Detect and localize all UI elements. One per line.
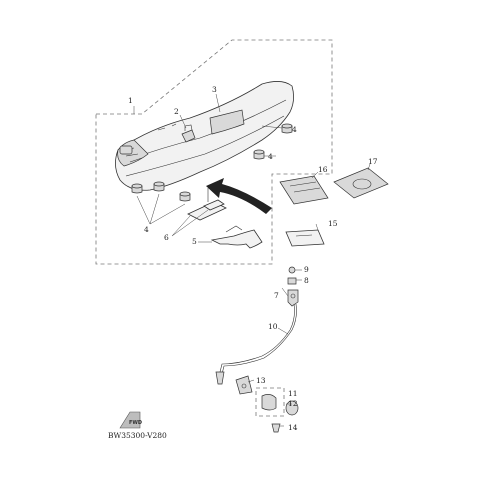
- damper-part-4: [131, 123, 293, 202]
- callout-4-front: 4: [144, 225, 149, 234]
- cable-part-10: [215, 303, 297, 385]
- direction-arrow: [206, 178, 272, 214]
- assembly-boundary: [95, 39, 333, 265]
- manual-part-16: [279, 175, 329, 205]
- clip-part-2: [181, 124, 196, 143]
- callout-3: 3: [212, 85, 217, 94]
- callout-4-rear: 4: [292, 125, 297, 134]
- callout-2: 2: [174, 107, 179, 116]
- diagram-code: BW35300-V280: [108, 431, 167, 440]
- callout-4-mid: 4: [268, 152, 273, 161]
- callout-15: 15: [328, 219, 338, 228]
- callout-1: 1: [128, 96, 133, 105]
- screw-part-14: [271, 423, 281, 433]
- toolkit-part-17: [333, 167, 389, 199]
- collar-part-8: [287, 277, 297, 285]
- callout-7: 7: [274, 291, 279, 300]
- seat: [115, 81, 294, 191]
- callout-14: 14: [288, 423, 298, 432]
- leader-lines: [133, 93, 371, 427]
- callout-10: 10: [268, 322, 278, 331]
- callout-12: 12: [288, 399, 298, 408]
- callout-5: 5: [192, 237, 197, 246]
- seat-lock-part-7: [287, 289, 299, 307]
- bolt-part-9: [288, 266, 296, 274]
- callout-8: 8: [304, 276, 309, 285]
- callout-11: 11: [288, 389, 298, 398]
- plate-part-6: [187, 188, 227, 221]
- bracket-part-5: [210, 225, 263, 249]
- bracket-part-13: [235, 375, 253, 395]
- callout-17: 17: [368, 157, 378, 166]
- callout-13: 13: [256, 376, 266, 385]
- callout-6: 6: [164, 233, 169, 242]
- callout-16: 16: [318, 165, 328, 174]
- fwd-badge: FWD: [119, 411, 142, 429]
- callout-9: 9: [304, 265, 309, 274]
- cover-part-12: [285, 400, 299, 416]
- cylinder-part-11: [255, 387, 285, 417]
- fwd-text: FWD: [129, 420, 142, 426]
- label-part-15: [285, 229, 325, 247]
